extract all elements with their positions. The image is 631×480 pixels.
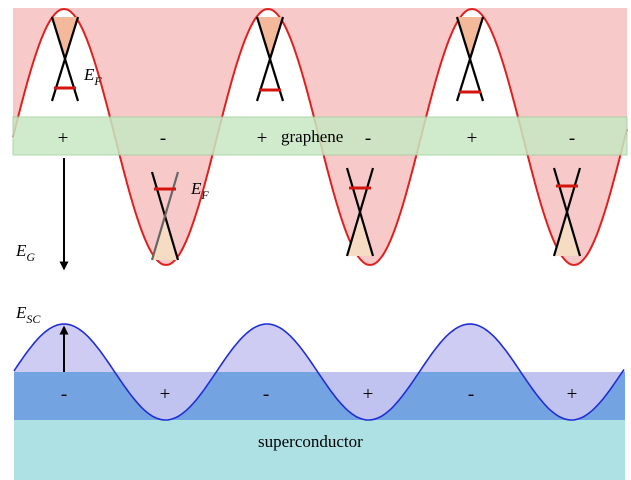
graphene-field-label: EG — [15, 241, 35, 264]
svg-text:ESC: ESC — [15, 303, 41, 326]
superconductor-sign: + — [160, 384, 171, 405]
superconductor-sign: - — [61, 384, 67, 405]
dirac-cone-icon — [455, 16, 485, 102]
fermi-level-label-top: EF — [83, 65, 102, 88]
sc-wave-fill — [14, 324, 625, 420]
dirac-cone-icon — [150, 171, 180, 261]
graphene-sign: - — [569, 128, 575, 149]
svg-text:EF: EF — [190, 179, 209, 202]
superconductor-sign: - — [263, 384, 269, 405]
superconductor-sign: + — [567, 384, 578, 405]
sc-wave-line — [13, 323, 625, 421]
graphene-sign: + — [257, 128, 268, 149]
sc-field-label: ESC — [15, 303, 41, 326]
superconductor-signs: - + - + - + — [61, 384, 578, 405]
superconductor-sign: - — [468, 384, 474, 405]
superconductor-label: superconductor — [258, 432, 363, 451]
graphene-label: graphene — [281, 127, 343, 146]
superconductor-surface-layer — [14, 372, 625, 420]
dirac-cone-icon — [50, 16, 80, 102]
svg-text:EG: EG — [15, 241, 35, 264]
graphene-sign: - — [365, 128, 371, 149]
fermi-level-label-bottom: EF — [190, 179, 209, 202]
graphene-band — [12, 116, 628, 156]
superconductor-sign: + — [363, 384, 374, 405]
dirac-cone-icon — [255, 16, 285, 102]
graphene-sign: + — [58, 128, 69, 149]
dirac-cone-icon — [345, 167, 375, 257]
graphene-sign: - — [160, 128, 166, 149]
graphene-sign: + — [467, 128, 478, 149]
dirac-cone-icon — [552, 167, 582, 257]
superconductor-body — [14, 420, 625, 480]
svg-text:EF: EF — [83, 65, 102, 88]
dirac-cones — [50, 16, 582, 261]
superconductor-field-wave — [13, 323, 625, 421]
graphene-signs: + - + - + - — [58, 128, 576, 149]
